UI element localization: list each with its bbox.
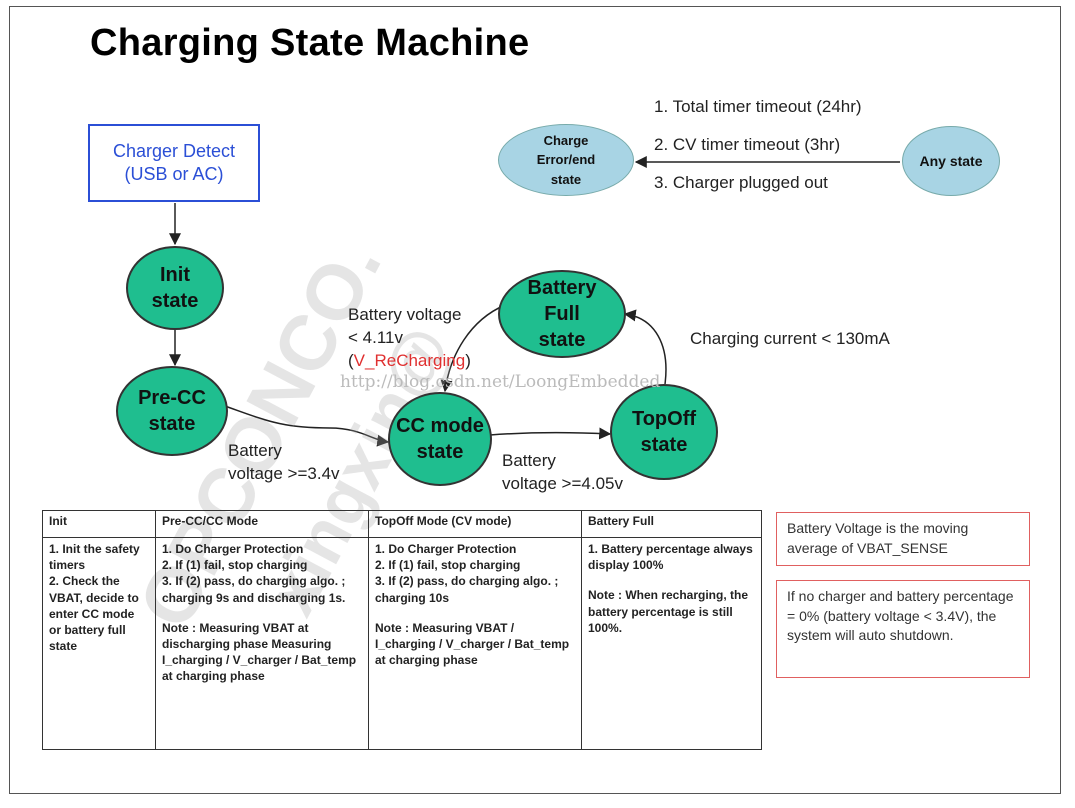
precc-state-line2: state [148,413,196,435]
label-full-to-cc-line1: Battery voltage [348,305,462,324]
mode-description-table: Init Pre-CC/CC Mode TopOff Mode (CV mode… [42,510,762,750]
precc-state: Pre-CC state [116,366,228,456]
full-state-line1: Battery [527,277,597,299]
charger-detect-box: Charger Detect (USB or AC) [88,124,260,202]
table-header-init: Init [42,510,156,538]
full-state-line2: Full [544,303,580,325]
init-step-2: 2. Check the VBAT, decide to enter CC mo… [49,574,139,654]
label-precc-to-cc: Battery voltage >=3.4v [228,440,340,486]
cc-mode-state: CC mode state [388,392,492,486]
cc-step-3: 3. If (2) pass, do charging algo. ; char… [162,574,346,605]
full-state-line3: state [538,329,586,351]
topoff-state: TopOff state [610,384,718,480]
init-state: Init state [126,246,224,330]
error-condition-1: 1. Total timer timeout (24hr) [654,97,862,116]
table-header-topoff: TopOff Mode (CV mode) [368,510,582,538]
label-precc-to-cc-line1: Battery [228,441,282,460]
topoff-note: Note : Measuring VBAT / I_charging / V_c… [375,620,570,668]
slide-frame [9,6,1061,794]
any-state: Any state [902,126,1000,196]
topoff-step-1: 1. Do Charger Protection [375,542,517,556]
recharge-threshold-name: V_ReCharging [353,350,466,370]
topoff-step-3: 3. If (2) pass, do charging algo. ; char… [375,574,559,605]
label-topoff-to-full: Charging current < 130mA [690,329,890,348]
charger-detect-line2: (USB or AC) [124,164,224,184]
note-battery-voltage: Battery Voltage is the moving average of… [776,512,1030,566]
label-full-to-cc-line2: < 4.11v [348,327,403,347]
table-cell-cc: 1. Do Charger Protection 2. If (1) fail,… [155,537,369,750]
label-cc-to-topoff-line2: voltage >=4.05v [502,473,623,493]
cc-state-line2: state [416,441,464,463]
error-state-line1: Charge [543,132,589,148]
full-note: Note : When recharging, the battery perc… [588,588,749,635]
topoff-step-2: 2. If (1) fail, stop charging [375,558,521,573]
label-cc-to-topoff-line1: Battery [502,451,556,470]
battery-full-state: Battery Full state [498,270,626,358]
label-cc-to-topoff: Battery voltage >=4.05v [502,450,623,496]
cc-step-2: 2. If (1) fail, stop charging [162,558,308,573]
charger-detect-line1: Charger Detect [112,140,236,161]
error-state-line2: Error/end [536,152,596,168]
charge-error-state: Charge Error/end state [498,124,634,196]
init-step-1: 1. Init the safety timers [49,542,140,573]
cc-note: Note : Measuring VBAT at discharging pha… [162,620,357,684]
label-precc-to-cc-line2: voltage >=3.4v [228,463,340,483]
error-state-line3: state [550,171,582,187]
table-cell-init: 1. Init the safety timers 2. Check the V… [42,537,156,750]
init-state-line2: state [151,290,199,312]
label-full-to-cc: Battery voltage < 4.11v (V_ReCharging) [348,304,471,373]
full-step-1: 1. Battery percentage always display 100… [588,542,753,573]
table-cell-topoff: 1. Do Charger Protection 2. If (1) fail,… [368,537,582,750]
slide-title: Charging State Machine [90,22,530,64]
any-state-label: Any state [919,152,983,169]
recharge-open-paren: ( [348,350,354,370]
error-condition-3: 3. Charger plugged out [654,173,828,192]
cc-step-1: 1. Do Charger Protection [162,542,304,556]
topoff-state-line1: TopOff [631,408,697,430]
table-row: 1. Init the safety timers 2. Check the V… [42,537,762,750]
table-header-full: Battery Full [581,510,762,538]
cc-state-line1: CC mode [396,415,484,437]
label-full-to-cc-line3: (V_ReCharging) [348,350,471,373]
error-condition-2: 2. CV timer timeout (3hr) [654,135,841,154]
recharge-close-paren: ) [465,350,471,370]
topoff-state-line2: state [640,434,688,456]
precc-state-line1: Pre-CC [138,387,206,409]
table-cell-full: 1. Battery percentage always display 100… [581,537,762,750]
table-header-cc: Pre-CC/CC Mode [155,510,369,538]
note-auto-shutdown: If no charger and battery percentage = 0… [776,580,1030,678]
table-header-row: Init Pre-CC/CC Mode TopOff Mode (CV mode… [42,510,762,538]
watermark-url: http://blog.csdn.net/LoongEmbedded [340,372,661,392]
init-state-line1: Init [160,264,190,286]
